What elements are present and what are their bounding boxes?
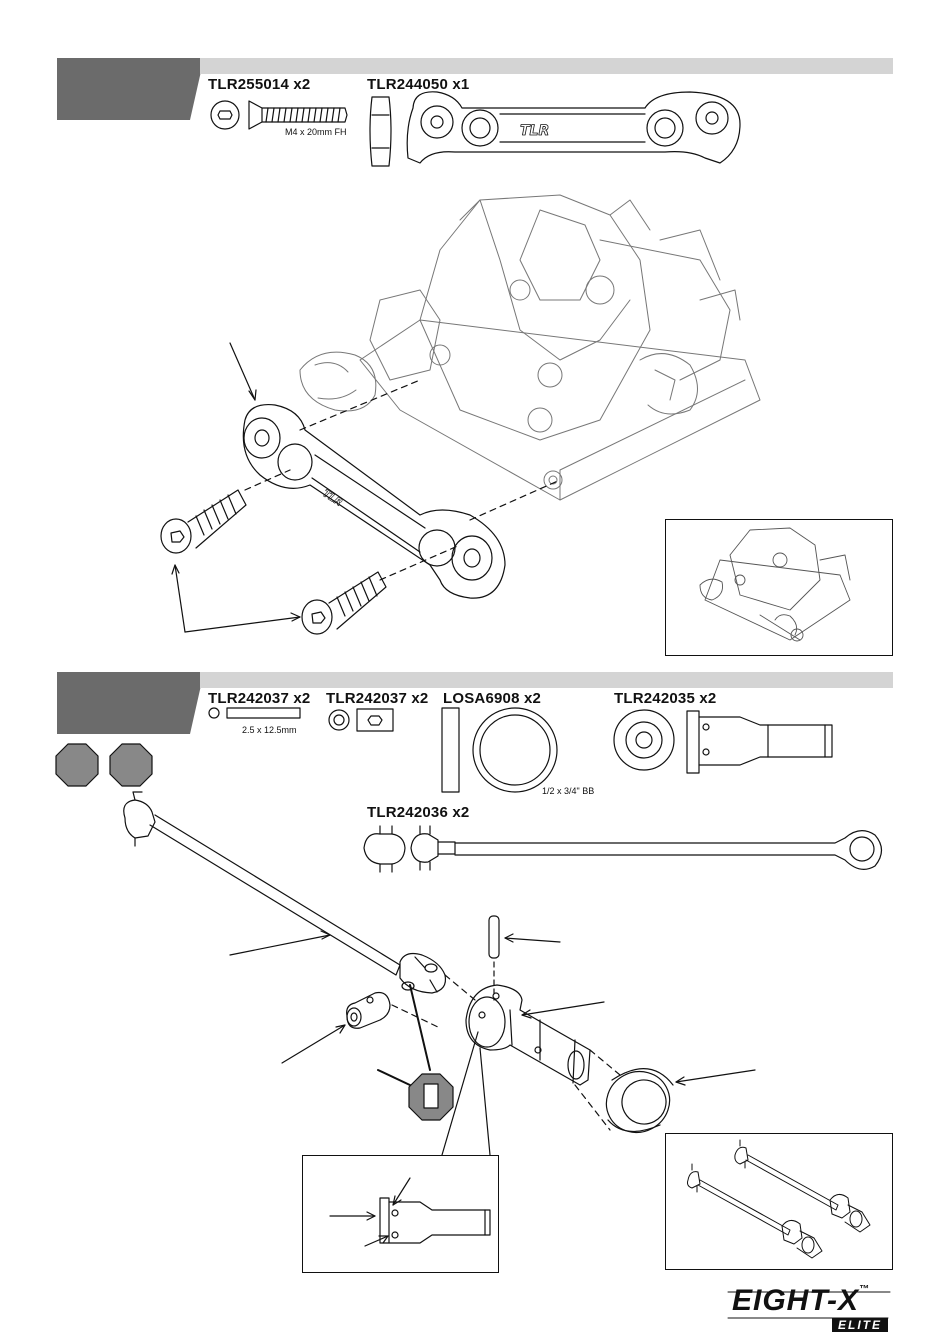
brace-install-illustration: TLR	[243, 405, 505, 599]
driveshaft-assembly-illustration	[124, 792, 446, 993]
step-1-leaders	[172, 343, 560, 632]
ball-bearing-icon	[442, 708, 557, 792]
outdrive-cup-illustration	[466, 985, 590, 1085]
assembled-diff-mini	[700, 528, 850, 641]
set-screw-callout	[378, 985, 453, 1120]
brace-screw-illustration	[161, 490, 386, 634]
step-2-leaders	[230, 931, 755, 1155]
diff-housing-illustration	[300, 195, 760, 500]
coupler-illustration	[347, 993, 390, 1029]
set-screw-icon	[329, 709, 393, 731]
cross-pin-illustration	[489, 916, 499, 1000]
brand-logo: EIGHT-X™	[732, 1284, 870, 1318]
sub-step-badges	[56, 744, 152, 786]
brand-logo-text: EIGHT-X	[732, 1284, 859, 1317]
bearing-illustration	[596, 1060, 681, 1143]
brand-sub-logo: ELITE	[832, 1318, 888, 1332]
outdrive-detail-illustration	[330, 1178, 490, 1246]
assembled-driveshafts-illustration	[688, 1140, 871, 1258]
pin-icon	[209, 708, 300, 718]
brace-logo-text: TLR	[520, 123, 549, 139]
cvd-driveshaft-icon	[364, 826, 882, 872]
outdrive-icon	[614, 710, 832, 773]
brand-trademark: ™	[859, 1284, 870, 1295]
flat-head-screw-icon	[211, 101, 347, 129]
tlr-brace-icon: TLR	[370, 92, 740, 166]
